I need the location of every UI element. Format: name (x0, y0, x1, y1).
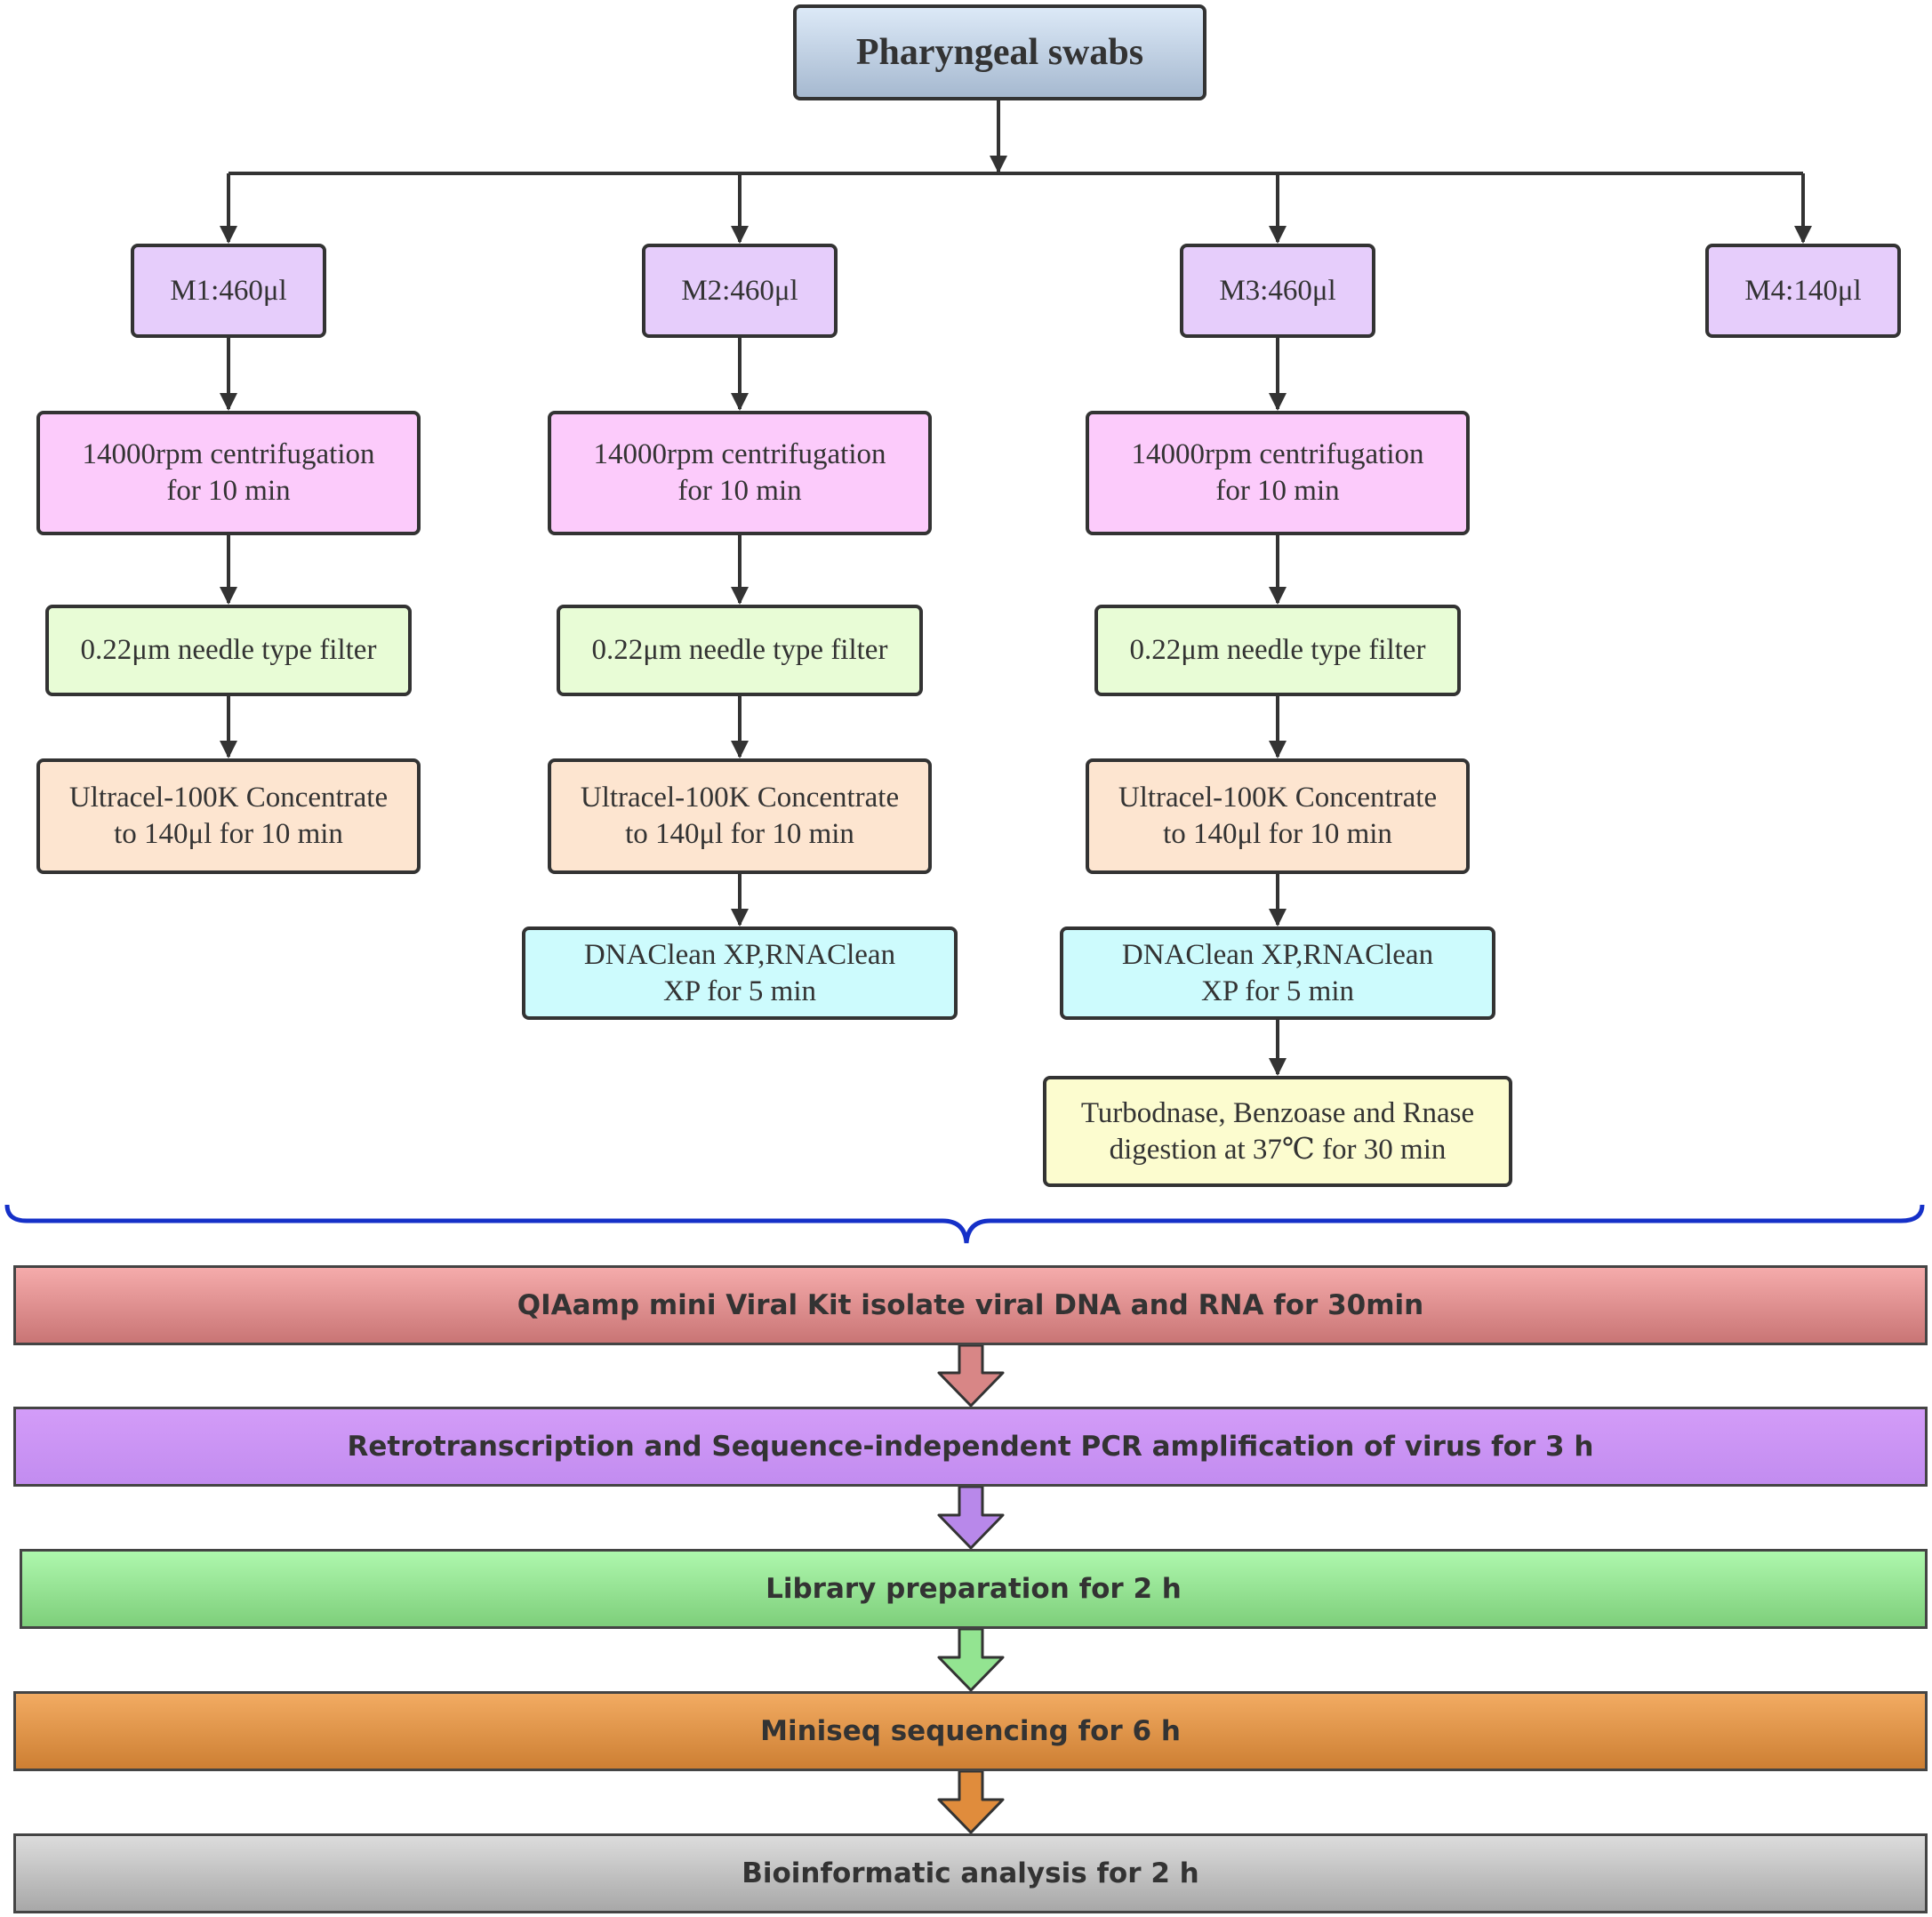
filter-step-m1: 0.22μm needle type filter (45, 605, 412, 696)
clean-step-m2: DNAClean XP,RNAClean XP for 5 min (522, 926, 958, 1020)
stage-arrow-3 (937, 1627, 1005, 1692)
filter-step-m2: 0.22μm needle type filter (557, 605, 923, 696)
centri-step-m1: 14000rpm centrifugation for 10 min (36, 411, 421, 535)
conc-step-m2: Ultracel-100K Concentrate to 140μl for 1… (548, 758, 932, 874)
stage-1: QIAamp mini Viral Kit isolate viral DNA … (13, 1265, 1928, 1345)
centri-step-m2: 14000rpm centrifugation for 10 min (548, 411, 932, 535)
conc-step-m3: Ultracel-100K Concentrate to 140μl for 1… (1086, 758, 1470, 874)
filter-step-m3: 0.22μm needle type filter (1094, 605, 1461, 696)
stage-3: Library preparation for 2 h (20, 1549, 1928, 1629)
stage-5: Bioinformatic analysis for 2 h (13, 1833, 1928, 1913)
clean-step-m3: DNAClean XP,RNAClean XP for 5 min (1060, 926, 1495, 1020)
sample-node-m4: M4:140μl (1705, 244, 1901, 338)
centri-step-m3: 14000rpm centrifugation for 10 min (1086, 411, 1470, 535)
sample-node-m3: M3:460μl (1180, 244, 1375, 338)
grouping-brace (4, 1204, 1925, 1244)
stage-arrow-1 (937, 1344, 1005, 1408)
stage-4: Miniseq sequencing for 6 h (13, 1691, 1928, 1771)
pharyngeal-swabs-node: Pharyngeal swabs (793, 4, 1206, 100)
conc-step-m1: Ultracel-100K Concentrate to 140μl for 1… (36, 758, 421, 874)
digest-step-m3: Turbodnase, Benzoase and Rnase digestion… (1043, 1076, 1512, 1187)
sample-node-m1: M1:460μl (131, 244, 326, 338)
sample-node-m2: M2:460μl (642, 244, 838, 338)
stage-arrow-2 (937, 1485, 1005, 1550)
stage-2: Retrotranscription and Sequence-independ… (13, 1407, 1928, 1487)
stage-arrow-4 (937, 1769, 1005, 1834)
